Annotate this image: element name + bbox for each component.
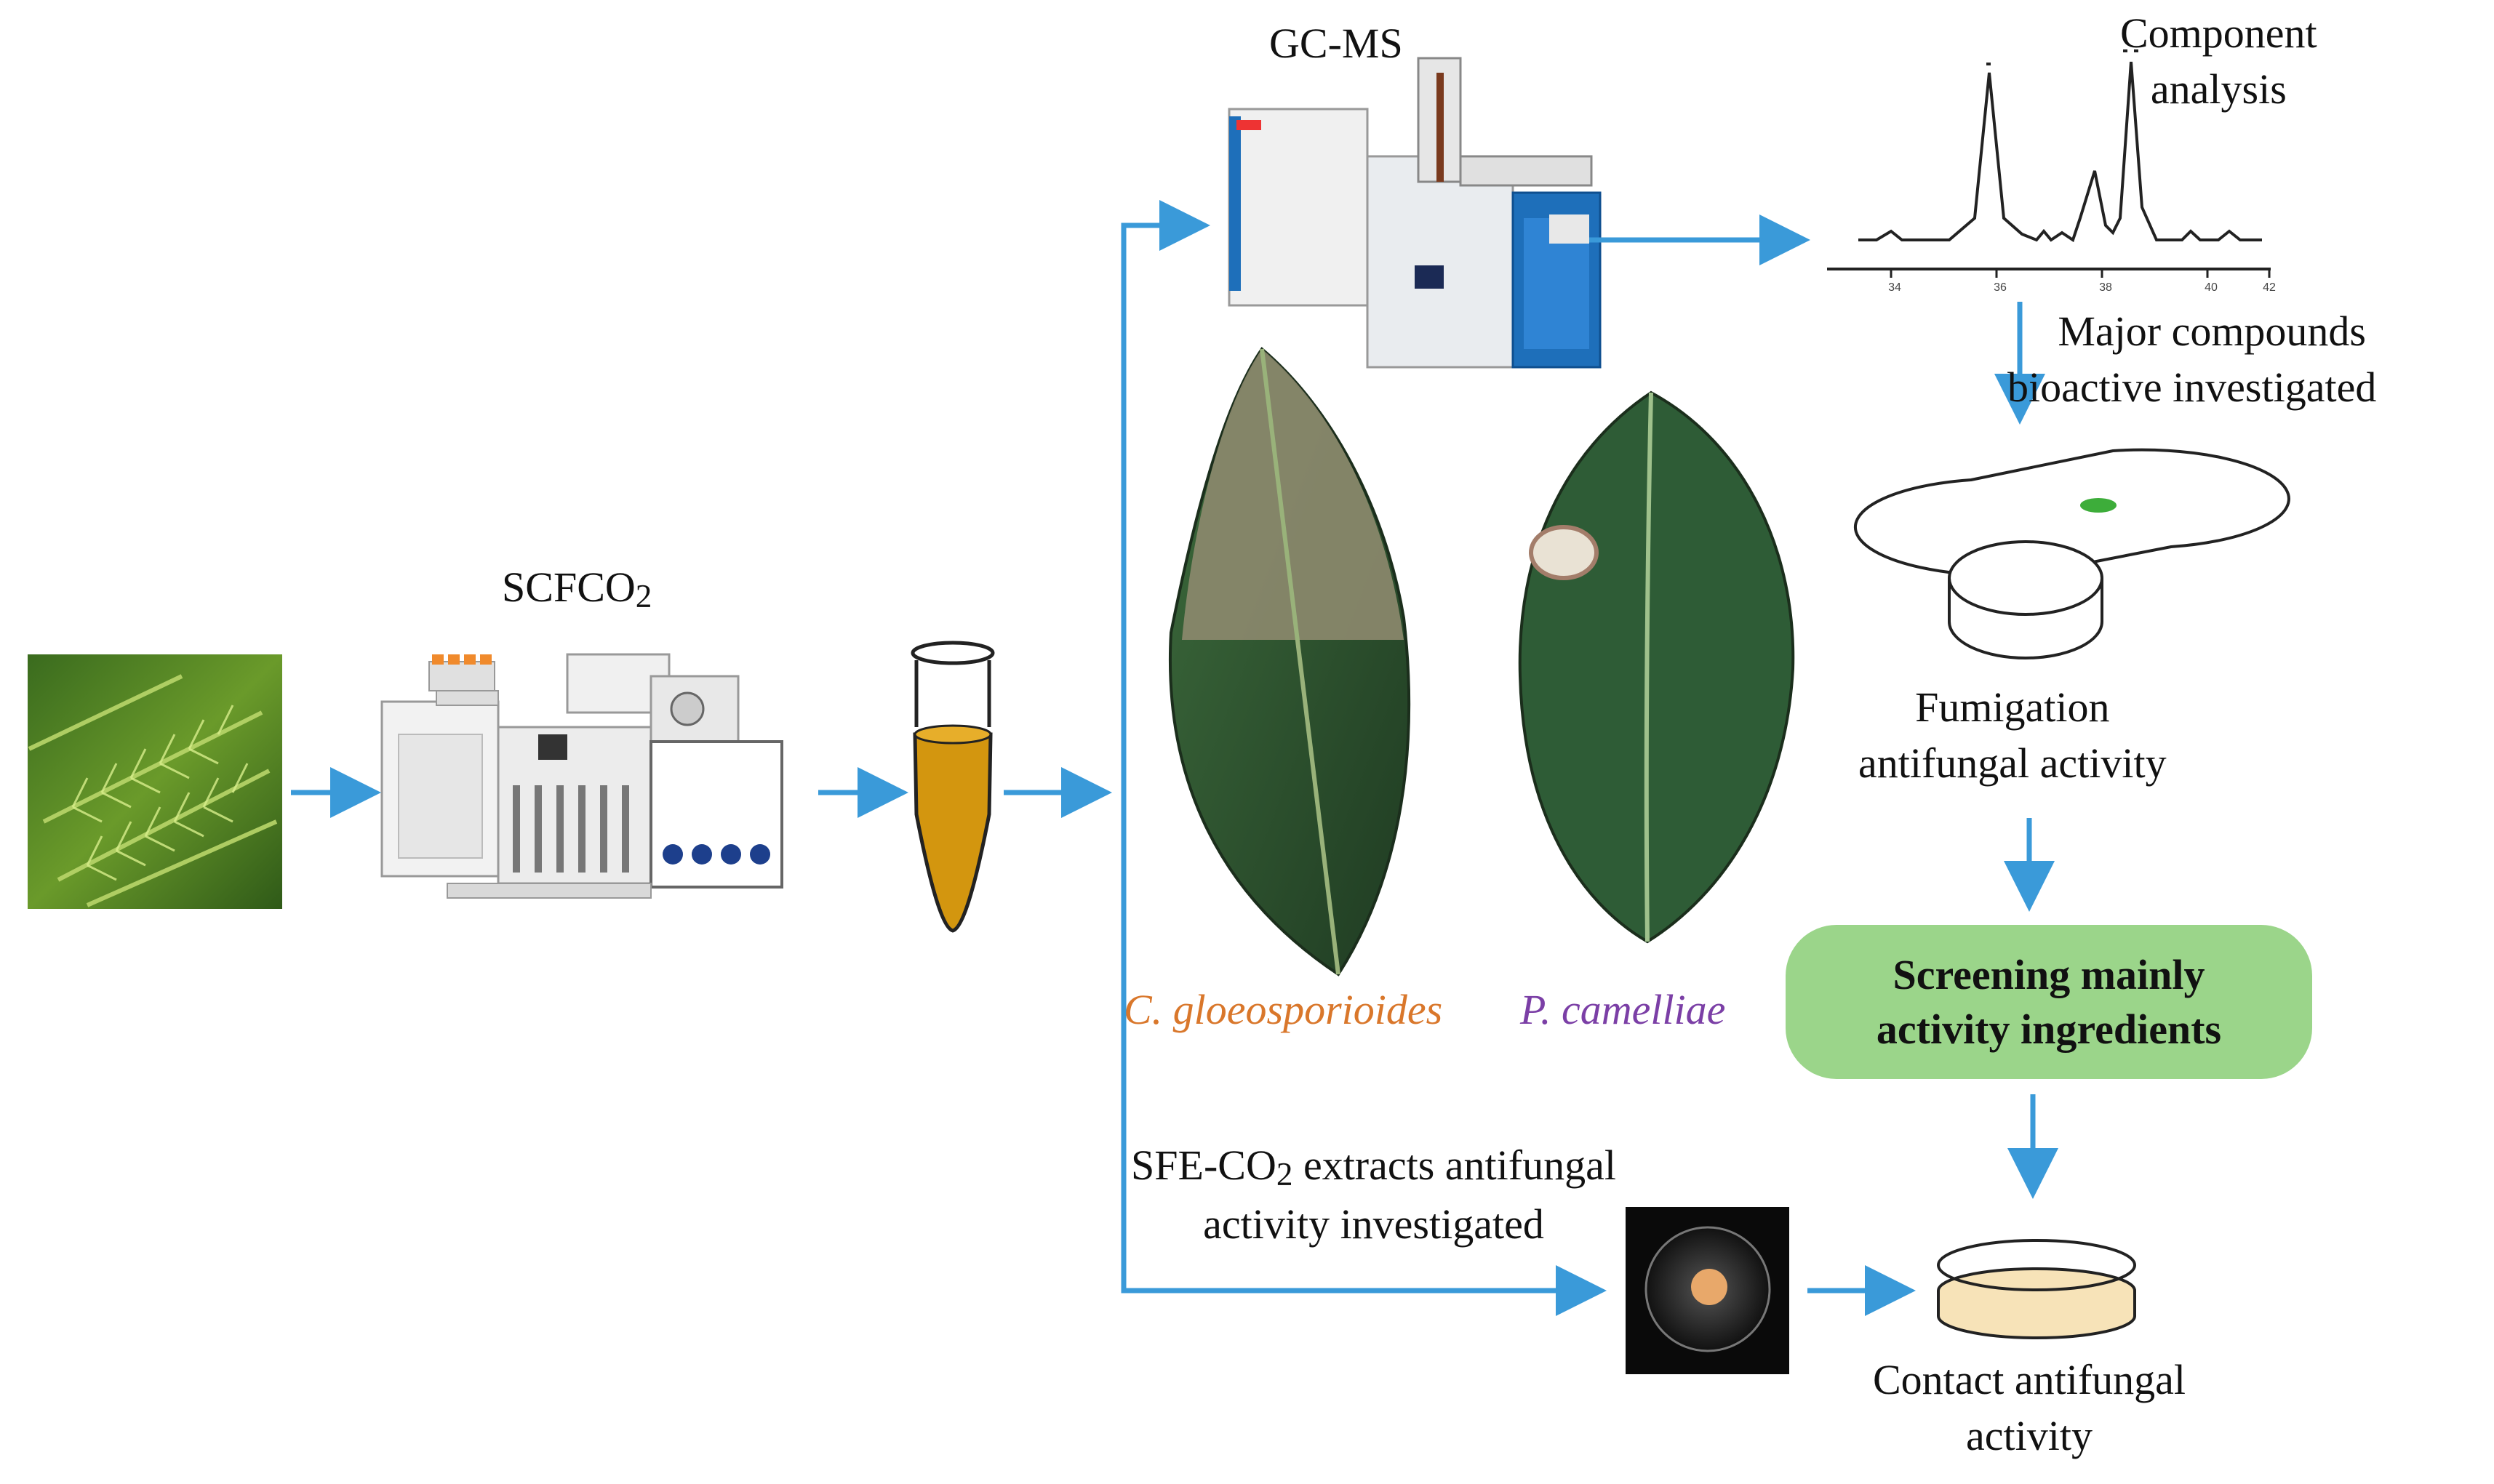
arrow-branch-to-gcms (1121, 200, 1210, 1287)
scfco2-label-subscript: 2 (635, 578, 652, 615)
species-c-gloeosporioides-label: C. gloeosporioides (1124, 986, 1443, 1033)
gcms-label-text: GC-MS (1269, 20, 1403, 67)
sfe-co2-label: SFE-CO2 extracts antifungal activity inv… (1131, 1138, 1616, 1252)
scfco2-label-prefix: SCFCO (502, 563, 636, 611)
petri-dish-contact-image (1937, 1239, 2136, 1339)
chromatogram-tick-label: 42 (2263, 281, 2276, 294)
contact-antifungal-line1: Contact antifungal (1873, 1356, 2186, 1403)
chromatogram-tick-marks (1890, 269, 2271, 278)
scfco2-instrument-image (380, 653, 783, 899)
fumigation-label: Fumigation antifungal activity (1858, 680, 2167, 791)
major-compounds-line1: Major compounds (2058, 308, 2366, 355)
leaf-c-gloeosporioides-image (1168, 347, 1411, 976)
contact-antifungal-line2: activity (1966, 1411, 2093, 1459)
component-analysis-line1: Component (2120, 9, 2317, 57)
fumigation-line1: Fumigation (1915, 683, 2110, 731)
screening-line1: Screening mainly (1893, 950, 2205, 998)
gcms-label: GC-MS (1269, 16, 1403, 72)
sfe-co2-line1: SFE-CO2 extracts antifungal (1131, 1138, 1616, 1197)
major-compounds-label: Major compounds bioactive investigated (2007, 304, 2376, 415)
sfe-co2-subscript: 2 (1276, 1156, 1293, 1193)
plant-photo (28, 654, 282, 909)
arrows (291, 200, 2058, 1316)
sfe-co2-prefix: SFE-CO (1131, 1142, 1276, 1189)
screening-highlight-box: Screening mainly activity ingredients (1786, 925, 2312, 1079)
sfe-co2-line2: activity investigated (1203, 1200, 1544, 1248)
chromatogram-tick-label: 34 (1888, 281, 1901, 294)
species-p-camelliae-label: P. camelliae (1520, 986, 1726, 1033)
fumigation-line2: antifungal activity (1858, 739, 2167, 787)
petri-dish-photo (1626, 1207, 1789, 1374)
sfe-co2-rest: extracts antifungal (1292, 1142, 1616, 1189)
screening-line2: activity ingredients (1876, 1006, 2222, 1053)
contact-antifungal-label: Contact antifungal activity (1873, 1352, 2186, 1464)
scfco2-label: SCFCO2 (502, 560, 652, 619)
petri-dish-fumigation-image (1854, 448, 2290, 659)
chromatogram-tick-label: 40 (2205, 281, 2218, 294)
chromatogram-tick-label: 36 (1994, 281, 2007, 294)
major-compounds-line2: bioactive investigated (2007, 363, 2377, 411)
component-analysis-label: Component analysis (2120, 6, 2317, 117)
extract-tube-image (911, 641, 995, 933)
screening-label: Screening mainly activity ingredients (1877, 947, 2221, 1057)
chromatogram-plot (1827, 49, 2271, 278)
component-analysis-line2: analysis (2150, 65, 2287, 113)
gcms-instrument-image (1228, 57, 1602, 369)
chromatogram-tick-label: 38 (2099, 281, 2112, 294)
arrow-branch-to-petri-photo (1121, 1265, 1607, 1316)
leaf-p-camelliae-image (1518, 390, 1795, 944)
